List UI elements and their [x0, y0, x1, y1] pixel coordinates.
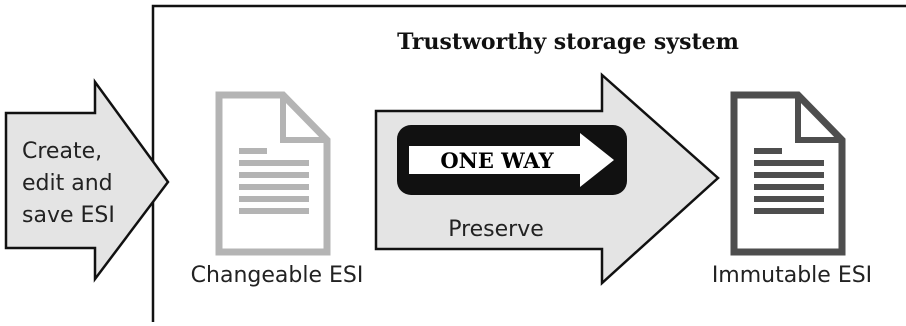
input-line-3: save ESI [22, 203, 115, 228]
changeable-document-icon [215, 91, 331, 256]
system-boundary [151, 4, 906, 322]
input-line-1: Create, [22, 139, 102, 164]
input-arrow [4, 78, 170, 283]
preserve-label: Preserve [448, 217, 544, 242]
one-way-arrow-icon [409, 133, 614, 187]
input-line-2: edit and [22, 171, 113, 196]
one-way-text: ONE WAY [440, 148, 554, 173]
changeable-label: Changeable ESI [191, 263, 364, 288]
input-label: Create, edit and save ESI [22, 139, 120, 228]
one-way-sign: ONE WAY [397, 125, 627, 195]
system-title: Trustworthy storage system [397, 29, 739, 55]
immutable-document-icon [730, 91, 846, 256]
immutable-label: Immutable ESI [712, 263, 872, 288]
